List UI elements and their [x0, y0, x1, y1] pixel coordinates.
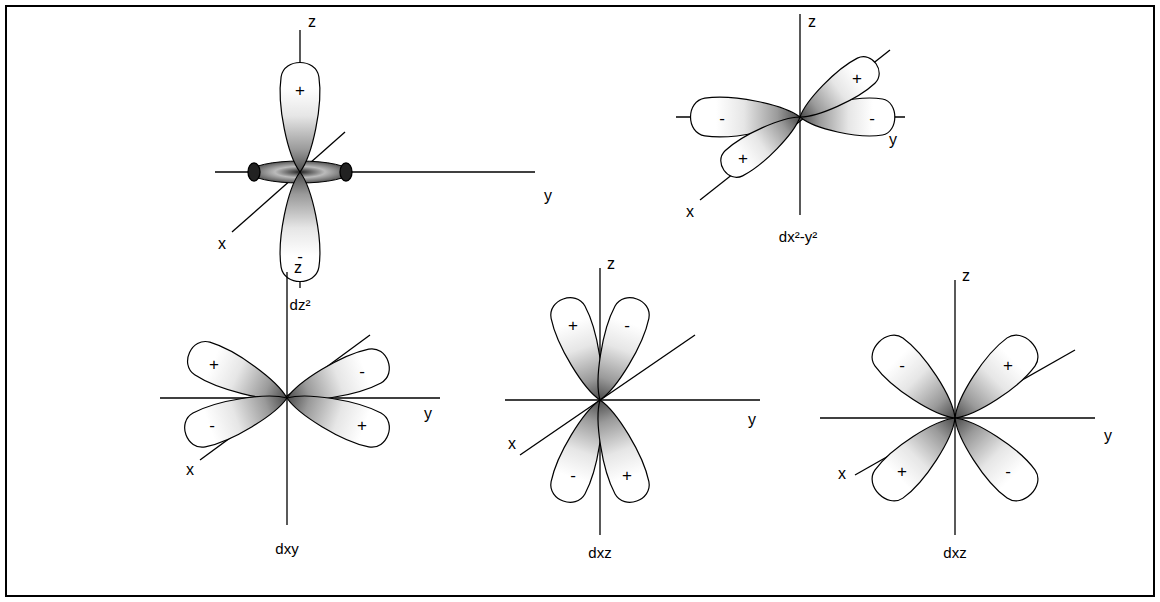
axis-label: y: [544, 188, 552, 204]
orbital-caption: dz²: [290, 297, 311, 312]
axis-label: x: [508, 436, 516, 452]
axis-label: z: [962, 268, 970, 284]
axis-label: z: [808, 14, 816, 30]
axis-label: y: [424, 406, 432, 422]
axis-label: x: [218, 236, 226, 252]
axis-label: x: [838, 466, 846, 482]
phase-sign: +: [568, 317, 578, 334]
phase-sign: +: [897, 463, 907, 480]
orbital-caption: dx²-y²: [779, 229, 817, 244]
orbital-caption: dxz: [943, 545, 966, 560]
phase-sign: -: [719, 110, 725, 127]
phase-sign: -: [209, 417, 215, 434]
phase-sign: -: [570, 467, 576, 484]
phase-sign: -: [624, 317, 630, 334]
phase-sign: +: [209, 356, 219, 373]
axis-label: x: [186, 462, 194, 478]
axis-label: z: [294, 260, 302, 276]
phase-sign: +: [295, 82, 305, 99]
dx2y2-orbital: [676, 14, 905, 215]
dxz-orbital: [505, 268, 760, 535]
orbital-caption: dxy: [275, 541, 298, 556]
orbital-caption: dxz: [588, 545, 611, 560]
dxy-orbital: [160, 272, 440, 525]
phase-sign: -: [359, 363, 365, 380]
axis-label: z: [607, 256, 615, 272]
axis-label: y: [889, 132, 897, 148]
phase-sign: -: [899, 357, 905, 374]
phase-sign: +: [852, 70, 862, 87]
phase-sign: +: [357, 417, 367, 434]
axis-label: y: [1104, 428, 1112, 444]
phase-sign: +: [738, 150, 748, 167]
dxz-orbital-second: [820, 280, 1095, 535]
phase-sign: -: [869, 110, 875, 127]
axis-label: x: [686, 204, 694, 220]
phase-sign: +: [622, 467, 632, 484]
phase-sign: +: [1003, 357, 1013, 374]
phase-sign: -: [1005, 463, 1011, 480]
dz2-orbital: [215, 30, 535, 288]
axis-label: z: [308, 14, 316, 30]
frame: [6, 6, 1154, 596]
axis-label: y: [748, 412, 756, 428]
